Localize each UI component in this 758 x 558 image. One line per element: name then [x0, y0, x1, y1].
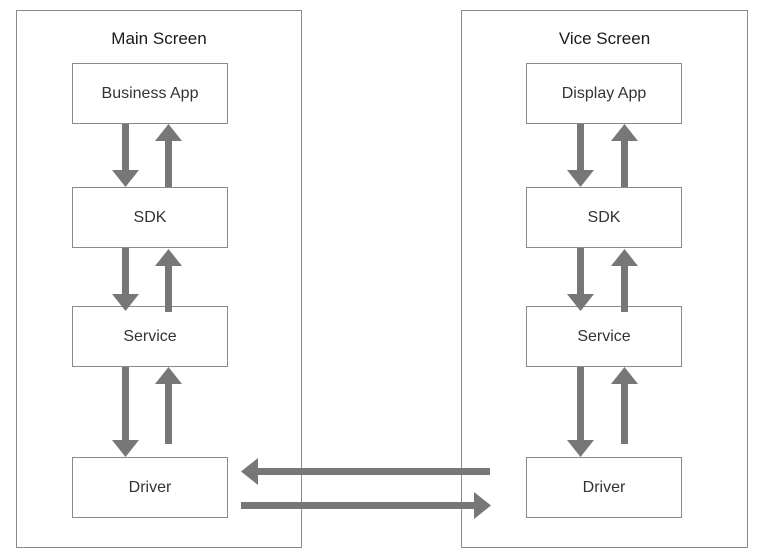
vice-driver-box: Driver [526, 457, 682, 518]
arrow-up-main-sdk-app [155, 124, 182, 187]
main-sdk-box: SDK [72, 187, 228, 248]
arrow-up-vice-service-sdk [611, 249, 638, 312]
arrow-up-vice-driver-service [611, 367, 638, 444]
vice-display-app-box: Display App [526, 63, 682, 124]
arrow-down-vice-sdk-service [567, 248, 594, 311]
main-business-app-box: Business App [72, 63, 228, 124]
arrow-up-vice-sdk-app [611, 124, 638, 187]
main-service-box: Service [72, 306, 228, 367]
arrow-right-main-to-vice-driver [241, 492, 491, 519]
arrow-down-main-service-driver [112, 367, 139, 457]
arrow-left-vice-to-main-driver [241, 458, 490, 485]
arrow-down-vice-service-driver [567, 367, 594, 457]
arrow-down-main-sdk-service [112, 248, 139, 311]
arrow-up-main-service-sdk [155, 249, 182, 312]
arrow-up-main-driver-service [155, 367, 182, 444]
main-driver-box: Driver [72, 457, 228, 518]
vice-sdk-box: SDK [526, 187, 682, 248]
arrow-down-vice-app-sdk [567, 124, 594, 187]
vice-screen-title: Vice Screen [558, 29, 651, 48]
main-screen-title: Main Screen [111, 29, 207, 48]
arrow-down-main-app-sdk [112, 124, 139, 187]
vice-service-box: Service [526, 306, 682, 367]
